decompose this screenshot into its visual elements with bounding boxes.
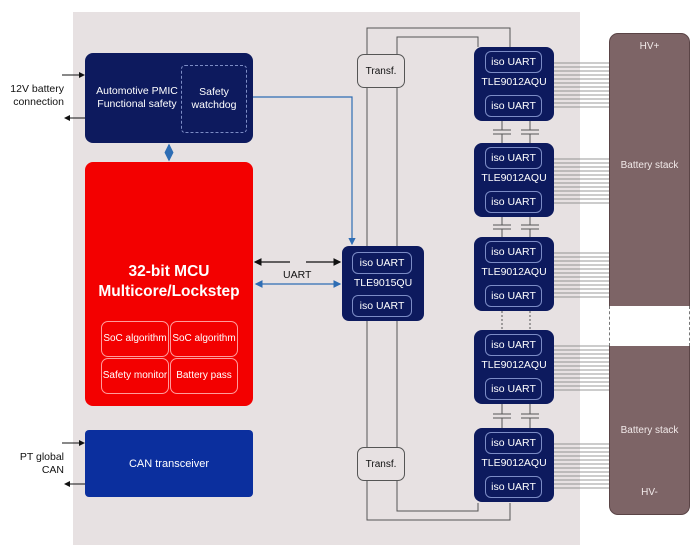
monitor-iso-uart-bottom: iso UART — [485, 191, 542, 213]
isouart-loop — [366, 27, 511, 521]
bridge-name: TLE9015QU — [353, 277, 413, 289]
battery-stack-gap — [609, 306, 690, 346]
monitor-name: TLE9012AQU — [481, 76, 547, 88]
battery-stack-label-bottom: Battery stack — [620, 425, 679, 436]
cell-sense-wires — [554, 62, 609, 489]
can-transceiver: CAN transceiver — [85, 430, 253, 497]
bridge-iso-uart-top: iso UART — [352, 252, 412, 274]
mcu-cell-soc-1: SoC algorithm — [101, 321, 169, 357]
mcu-block: 32-bit MCU Multicore/Lockstep SoC algori… — [85, 162, 253, 406]
pmic-label: Automotive PMIC Functional safety — [96, 85, 178, 110]
monitor-iso-uart-bottom: iso UART — [485, 476, 542, 498]
monitor-iso-uart-top: iso UART — [485, 147, 542, 169]
monitor-iso-uart-top: iso UART — [485, 432, 542, 454]
hv-plus-label: HV+ — [639, 41, 660, 52]
monitor-iso-uart-bottom: iso UART — [485, 378, 542, 400]
can-bus-label: PT global CAN — [19, 451, 64, 476]
battery-stack-label-top: Battery stack — [620, 160, 679, 171]
monitor-tle9012-3: iso UART TLE9012AQU iso UART — [474, 237, 554, 311]
bridge-iso-uart-bottom: iso UART — [352, 295, 412, 317]
transformer-top-label: Transf. — [365, 65, 397, 77]
bridge-tle9015qu: iso UART TLE9015QU iso UART — [342, 246, 424, 321]
transformer-top: Transf. — [357, 54, 405, 88]
monitor-iso-uart-bottom: iso UART — [485, 285, 542, 307]
uart-label: UART — [283, 269, 312, 281]
monitor-iso-uart-top: iso UART — [485, 51, 542, 73]
mcu-title-line2: Multicore/Lockstep — [98, 283, 240, 300]
watchdog-to-bridge-line — [253, 96, 356, 246]
monitor-tle9012-1: iso UART TLE9012AQU iso UART — [474, 47, 554, 121]
monitor-name: TLE9012AQU — [481, 172, 547, 184]
monitor-iso-uart-top: iso UART — [485, 241, 542, 263]
pmic-block: Automotive PMIC Functional safety Safety… — [85, 53, 253, 143]
battery-stack — [609, 33, 690, 515]
monitor-tle9012-5: iso UART TLE9012AQU iso UART — [474, 428, 554, 502]
capacitor-links — [493, 121, 539, 428]
monitor-name: TLE9012AQU — [481, 457, 547, 469]
monitor-name: TLE9012AQU — [481, 266, 547, 278]
monitor-tle9012-2: iso UART TLE9012AQU iso UART — [474, 143, 554, 217]
monitor-iso-uart-bottom: iso UART — [485, 95, 542, 117]
monitor-tle9012-4: iso UART TLE9012AQU iso UART — [474, 330, 554, 404]
mcu-cell-battery-pass: Battery pass — [170, 358, 238, 394]
mcu-title-line1: 32-bit MCU — [128, 263, 210, 280]
monitor-name: TLE9012AQU — [481, 359, 547, 371]
transformer-bottom: Transf. — [357, 447, 405, 481]
safety-watchdog: Safety watchdog — [181, 65, 247, 133]
battery-connection-label: 12V battery connection — [10, 83, 64, 108]
monitor-iso-uart-top: iso UART — [485, 334, 542, 356]
transformer-bottom-label: Transf. — [365, 458, 397, 470]
hv-minus-label: HV- — [641, 487, 658, 498]
mcu-title: 32-bit MCU Multicore/Lockstep — [85, 262, 253, 302]
mcu-cell-safety-monitor: Safety monitor — [101, 358, 169, 394]
mcu-cell-soc-2: SoC algorithm — [170, 321, 238, 357]
